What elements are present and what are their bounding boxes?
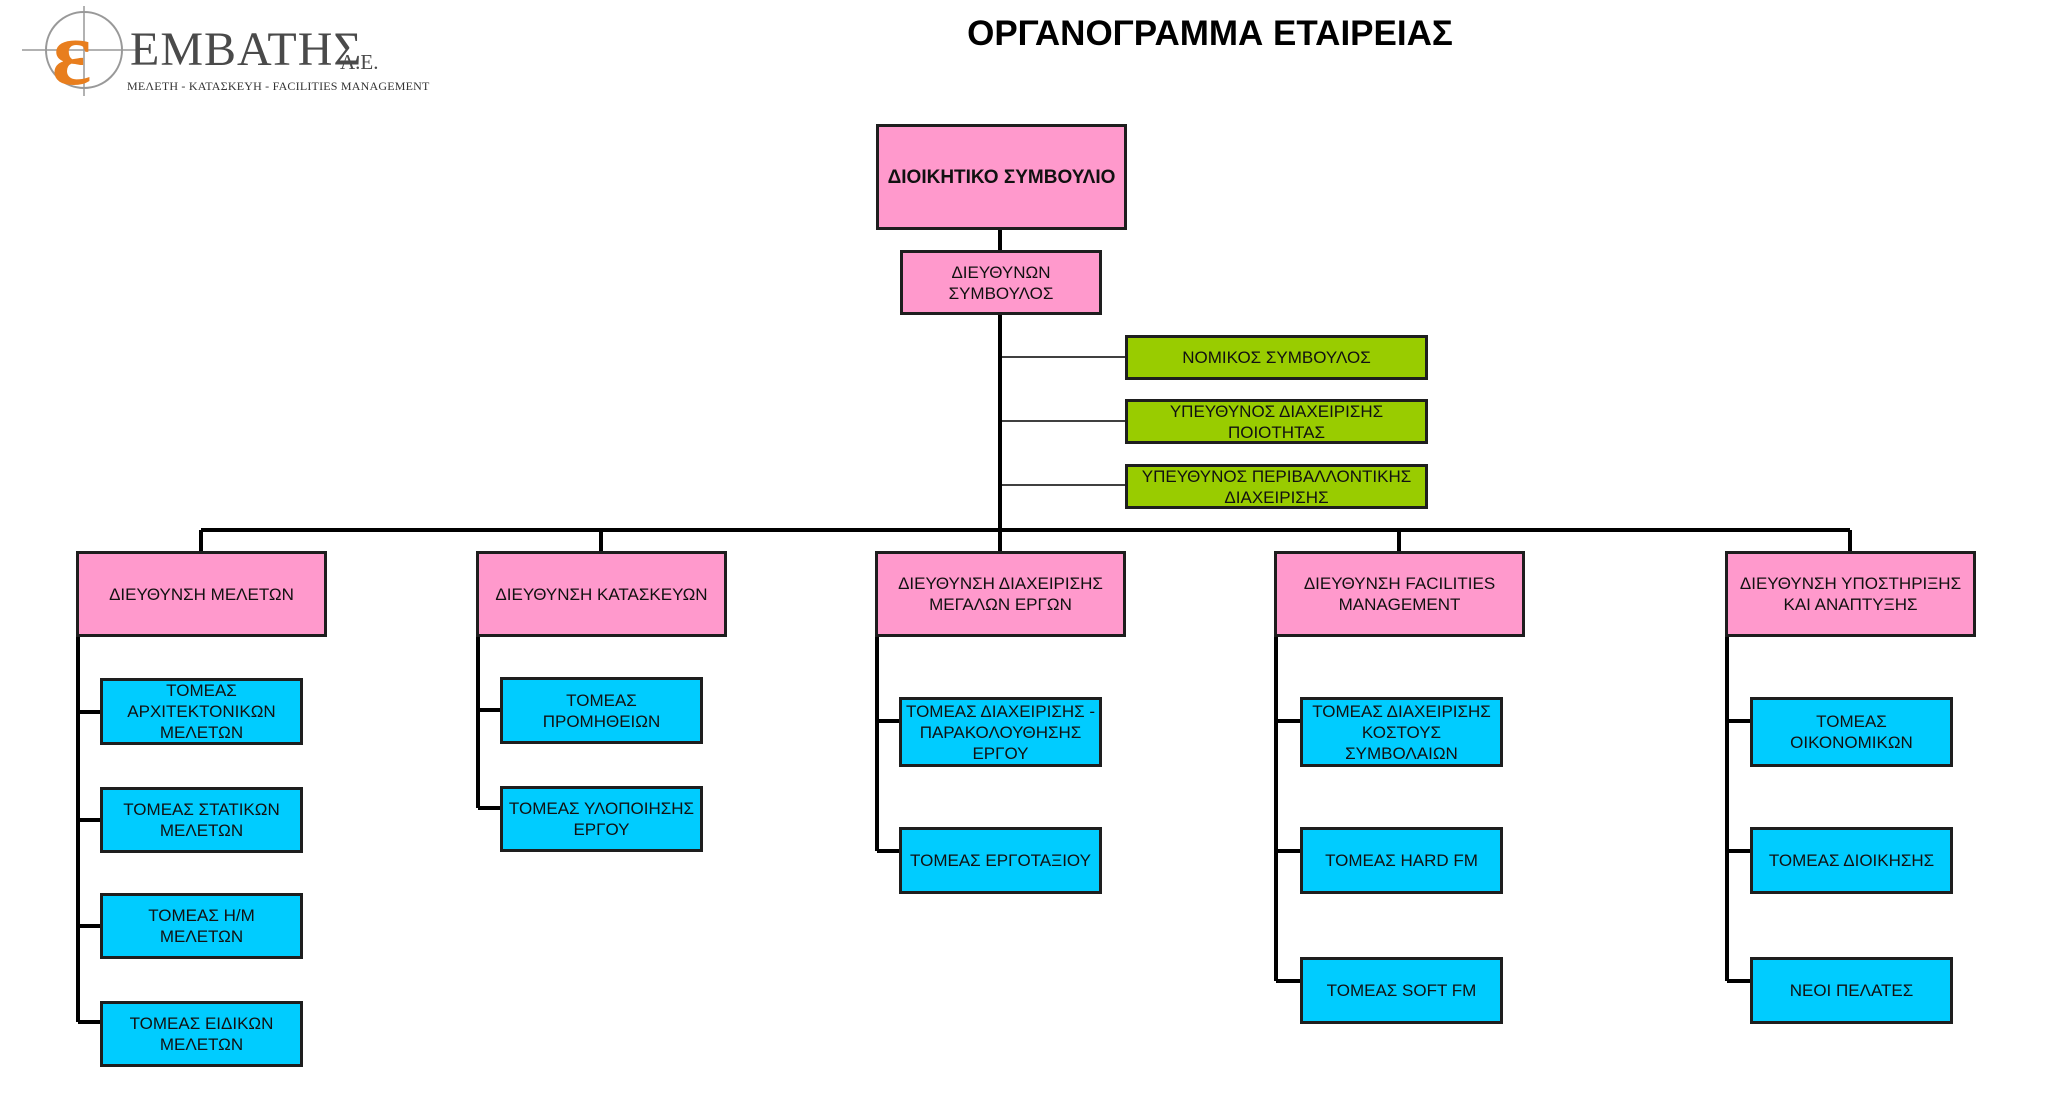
advisor-legal: ΝΟΜΙΚΟΣ ΣΥΜΒΟΥΛΟΣ bbox=[1125, 335, 1428, 380]
advisor-quality: ΥΠΕΥΘΥΝΟΣ ΔΙΑΧΕΙΡΙΣΗΣ ΠΟΙΟΤΗΤΑΣ bbox=[1125, 399, 1428, 444]
ceo-box: ΔΙΕΥΘΥΝΩΝ ΣΥΜΒΟΥΛΟΣ bbox=[900, 250, 1102, 315]
sector-new-clients: ΝΕΟΙ ΠΕΛΑΤΕΣ bbox=[1750, 957, 1953, 1024]
page-title: ΟΡΓΑΝΟΓΡΑΜΜΑ ΕΤΑΙΡΕΙΑΣ bbox=[967, 14, 1453, 53]
sector-soft-fm: ΤΟΜΕΑΣ SOFT FM bbox=[1300, 957, 1503, 1024]
logo-name: ΕΜΒΑΤΗΣ bbox=[130, 23, 363, 76]
board-of-directors-box: ΔΙΟΙΚΗΤΙΚΟ ΣΥΜΒΟΥΛΙΟ bbox=[876, 124, 1127, 230]
sector-project-implementation: ΤΟΜΕΑΣ ΥΛΟΠΟΙΗΣΗΣ ΕΡΓΟΥ bbox=[500, 786, 703, 852]
sector-financial: ΤΟΜΕΑΣ ΟΙΚΟΝΟΜΙΚΩΝ bbox=[1750, 697, 1953, 767]
sector-hard-fm: ΤΟΜΕΑΣ HARD FM bbox=[1300, 827, 1503, 894]
svg-text:ε: ε bbox=[52, 6, 91, 96]
directorate-facilities-management: ΔΙΕΥΘΥΝΣΗ FACILITIES MANAGEMENT bbox=[1274, 551, 1525, 637]
company-logo: ε ΕΜΒΑΤΗΣ Α.Ε. ΜΕΛΕΤΗ - ΚΑΤΑΣΚΕΥΗ - FACI… bbox=[22, 6, 429, 96]
sector-contract-cost-management: ΤΟΜΕΑΣ ΔΙΑΧΕΙΡΙΣΗΣ ΚΟΣΤΟΥΣ ΣΥΜΒΟΛΑΙΩΝ bbox=[1300, 697, 1503, 767]
sector-procurement: ΤΟΜΕΑΣ ΠΡΟΜΗΘΕΙΩΝ bbox=[500, 677, 703, 744]
logo-suffix: Α.Ε. bbox=[340, 50, 379, 74]
sector-architectural-studies: ΤΟΜΕΑΣ ΑΡΧΙΤΕΚΤΟΝΙΚΩΝ ΜΕΛΕΤΩΝ bbox=[100, 678, 303, 745]
sector-special-studies: ΤΟΜΕΑΣ ΕΙΔΙΚΩΝ ΜΕΛΕΤΩΝ bbox=[100, 1001, 303, 1067]
sector-em-studies: ΤΟΜΕΑΣ Η/Μ ΜΕΛΕΤΩΝ bbox=[100, 893, 303, 959]
directorate-studies: ΔΙΕΥΘΥΝΣΗ ΜΕΛΕΤΩΝ bbox=[76, 551, 327, 637]
logo-tagline: ΜΕΛΕΤΗ - ΚΑΤΑΣΚΕΥΗ - FACILITIES MANAGEME… bbox=[127, 79, 430, 93]
sector-administration: ΤΟΜΕΑΣ ΔΙΟΙΚΗΣΗΣ bbox=[1750, 827, 1953, 894]
logo-emblem-icon: ε bbox=[22, 6, 140, 96]
directorate-major-projects: ΔΙΕΥΘΥΝΣΗ ΔΙΑΧΕΙΡΙΣΗΣ ΜΕΓΑΛΩΝ ΕΡΓΩΝ bbox=[875, 551, 1126, 637]
sector-structural-studies: ΤΟΜΕΑΣ ΣΤΑΤΙΚΩΝ ΜΕΛΕΤΩΝ bbox=[100, 787, 303, 853]
sector-construction-site: ΤΟΜΕΑΣ ΕΡΓΟΤΑΞΙΟΥ bbox=[899, 827, 1102, 894]
directorate-support-development: ΔΙΕΥΘΥΝΣΗ ΥΠΟΣΤΗΡΙΞΗΣ ΚΑΙ ΑΝΑΠΤΥΞΗΣ bbox=[1725, 551, 1976, 637]
advisor-environmental: ΥΠΕΥΘΥΝΟΣ ΠΕΡΙΒΑΛΛΟΝΤΙΚΗΣ ΔΙΑΧΕΙΡΙΣΗΣ bbox=[1125, 464, 1428, 509]
directorate-constructions: ΔΙΕΥΘΥΝΣΗ ΚΑΤΑΣΚΕΥΩΝ bbox=[476, 551, 727, 637]
sector-project-management-monitoring: ΤΟΜΕΑΣ ΔΙΑΧΕΙΡΙΣΗΣ - ΠΑΡΑΚΟΛΟΥΘΗΣΗΣ ΕΡΓΟ… bbox=[899, 697, 1102, 767]
